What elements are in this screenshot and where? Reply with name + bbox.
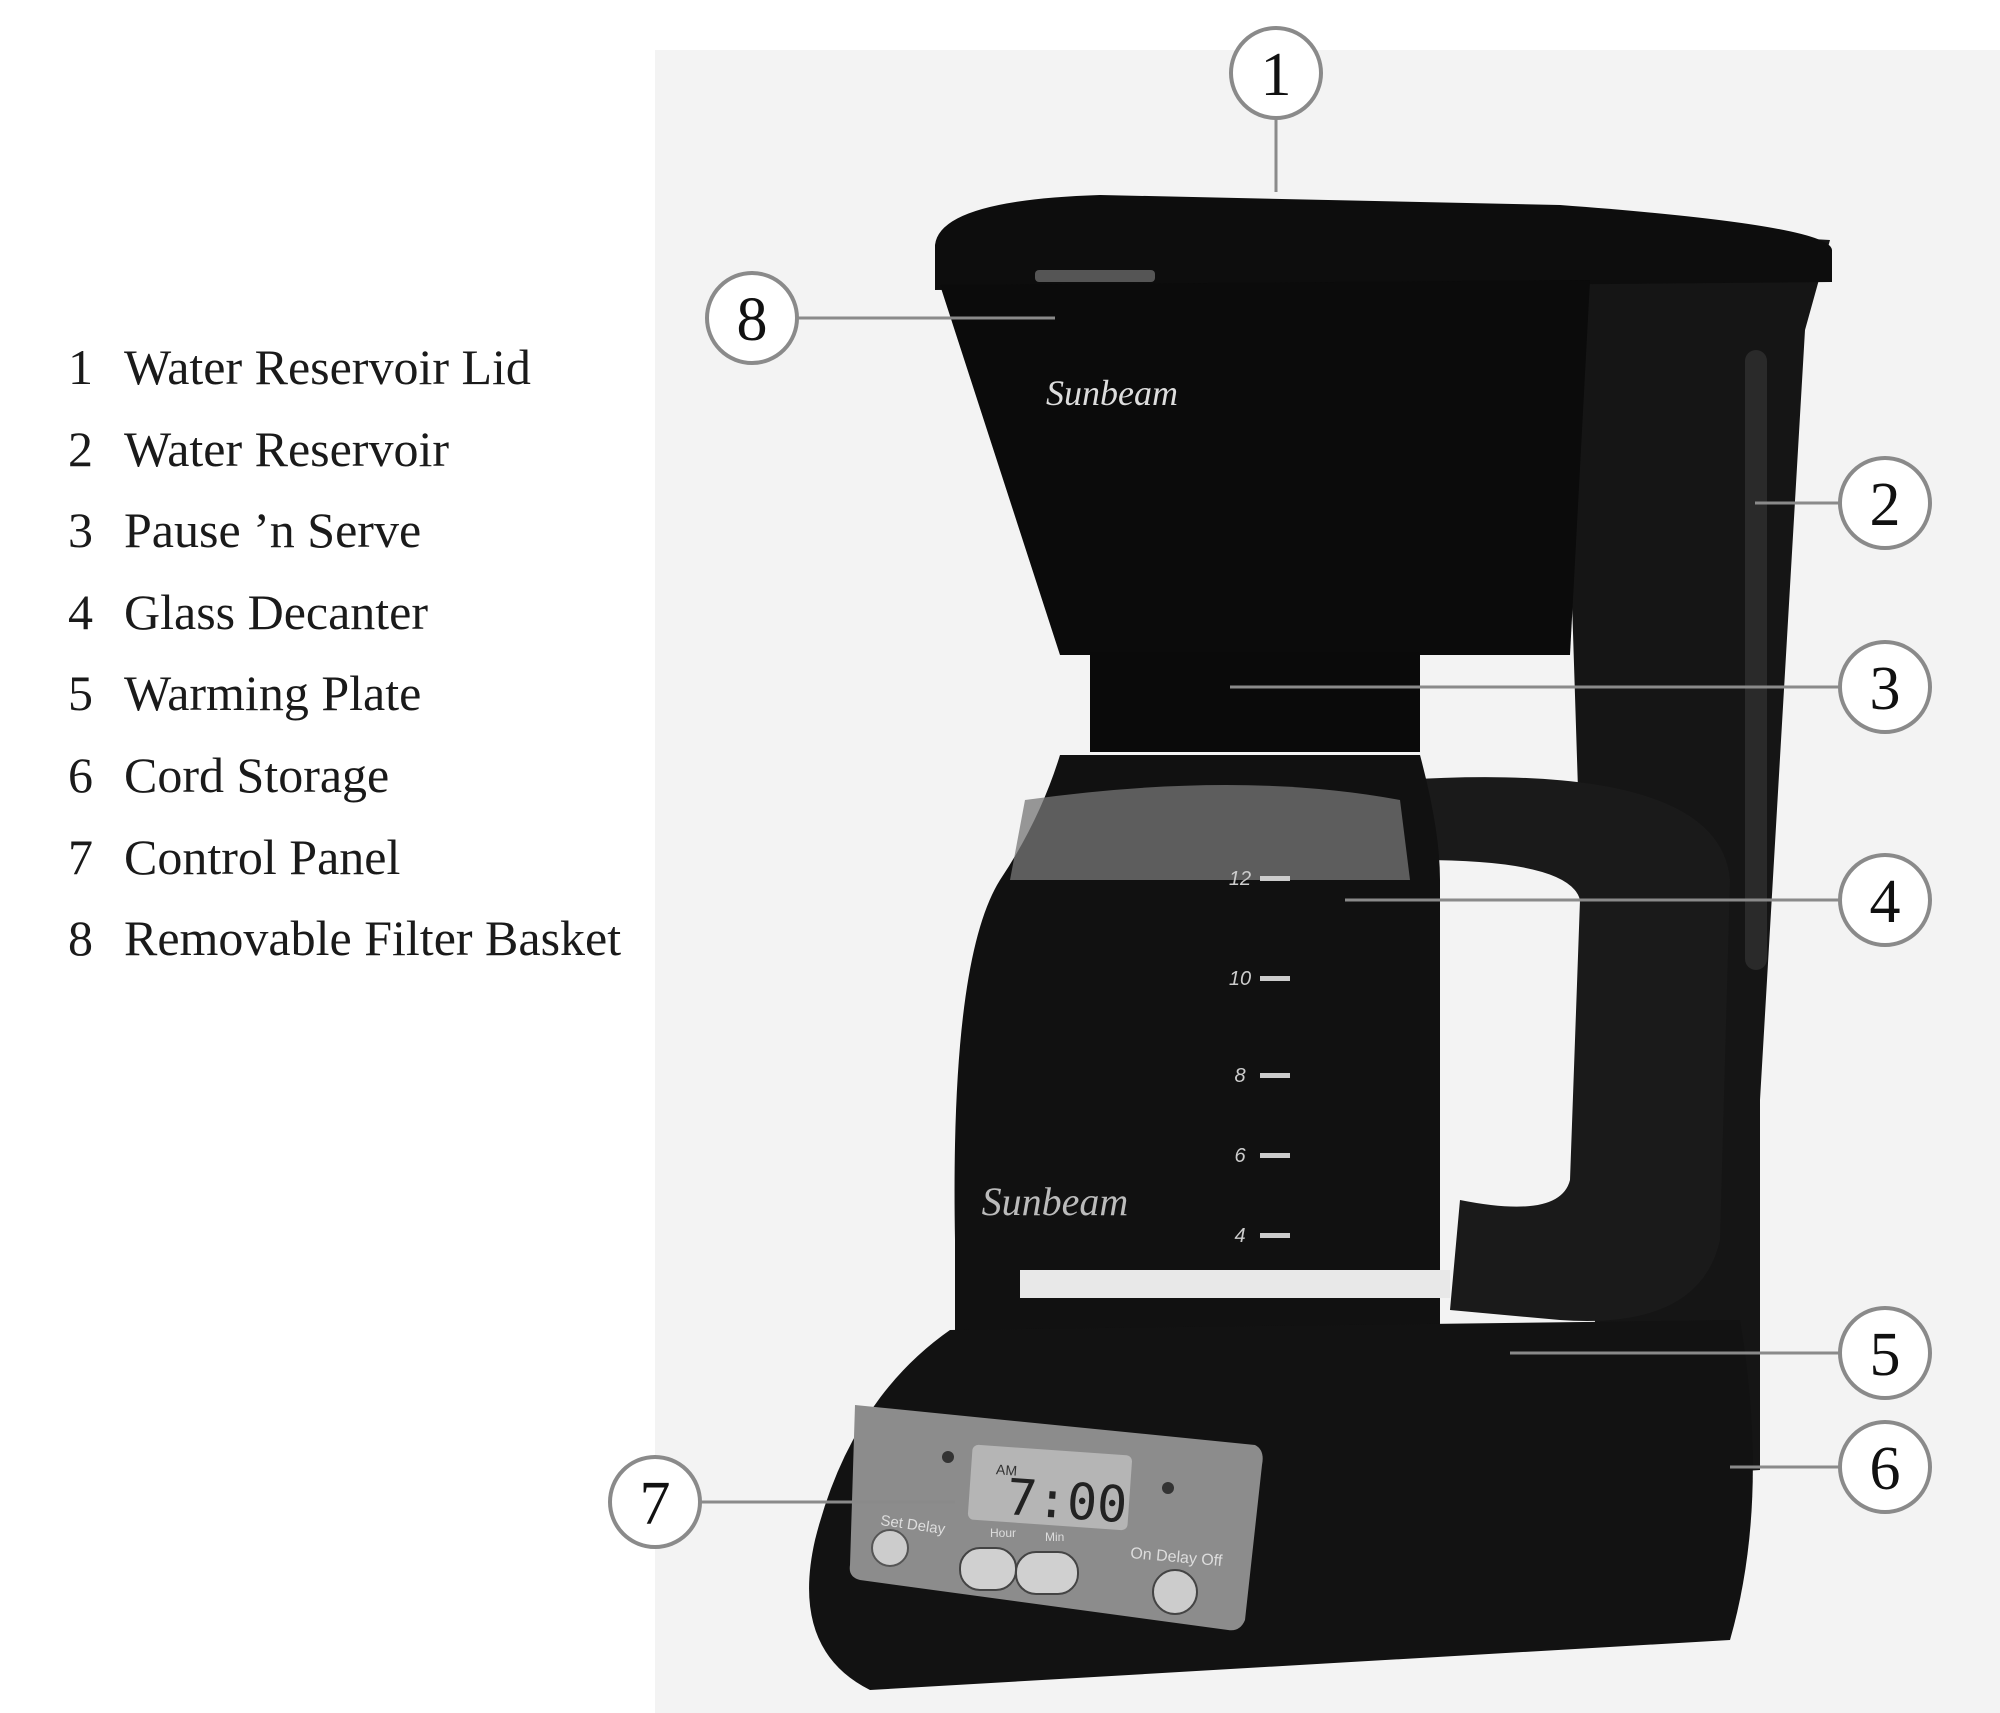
callout-circle bbox=[1838, 640, 1932, 734]
callout-8: 8 bbox=[705, 271, 799, 365]
lid-handle bbox=[1035, 270, 1155, 282]
legend-label: Water Reservoir Lid bbox=[124, 339, 531, 395]
lcd-time: 7:00 bbox=[1005, 1468, 1129, 1534]
decanter-mark-tick bbox=[1260, 876, 1290, 881]
callout-lines bbox=[700, 118, 1840, 1504]
legend-number: 5 bbox=[68, 665, 93, 722]
legend-label: Control Panel bbox=[124, 828, 401, 885]
callout-circle bbox=[1838, 853, 1932, 947]
legend-label: Warming Plate bbox=[124, 665, 422, 722]
callout-circle bbox=[1838, 1420, 1932, 1514]
callout-number: 6 bbox=[1870, 1435, 1901, 1503]
callout-2: 2 bbox=[1838, 456, 1932, 550]
legend-label: Glass Decanter bbox=[124, 583, 429, 640]
decanter-mark-tick bbox=[1260, 1153, 1290, 1158]
legend-label: Water Reservoir bbox=[124, 420, 449, 477]
indicator-light bbox=[1162, 1482, 1174, 1494]
decanter-band bbox=[1020, 1270, 1450, 1298]
legend-item: 7 Control Panel bbox=[68, 822, 621, 904]
lcd-display bbox=[967, 1444, 1132, 1531]
brand-logo-decanter: Sunbeam bbox=[982, 1179, 1129, 1224]
min-button[interactable] bbox=[1015, 1551, 1079, 1595]
callout-number: 1 bbox=[1261, 41, 1292, 109]
min-label: Min bbox=[1045, 1530, 1064, 1544]
callout-circle bbox=[1229, 26, 1323, 120]
decanter-mark-tick bbox=[1260, 1073, 1290, 1078]
legend-label: Removable Filter Basket bbox=[124, 910, 622, 967]
callout-number: 3 bbox=[1870, 655, 1901, 723]
legend-item: 6 Cord Storage bbox=[68, 740, 621, 822]
hour-label: Hour bbox=[990, 1526, 1016, 1540]
callout-6: 6 bbox=[1838, 1420, 1932, 1514]
legend-item: 4 Glass Decanter bbox=[68, 577, 621, 659]
legend-item: 8 Removable Filter Basket bbox=[68, 903, 621, 985]
legend-number: 1 bbox=[68, 339, 93, 395]
decanter-mark-tick bbox=[1260, 976, 1290, 981]
legend-number: 7 bbox=[68, 828, 93, 885]
legend-label: Pause ’n Serve bbox=[124, 502, 422, 559]
legend-number: 4 bbox=[68, 583, 93, 640]
callout-1: 1 bbox=[1229, 26, 1323, 120]
legend-item: 5 Warming Plate bbox=[68, 658, 621, 740]
decanter-mark-label: 4 bbox=[1234, 1225, 1245, 1247]
callout-5: 5 bbox=[1838, 1306, 1932, 1400]
callout-7: 7 bbox=[608, 1455, 702, 1549]
decanter-handle bbox=[1400, 777, 1730, 1321]
legend-item: 2 Water Reservoir bbox=[68, 414, 621, 496]
callout-4: 4 bbox=[1838, 853, 1932, 947]
parts-legend: 1 Water Reservoir Lid 2 Water Reservoir 3 Pau… bbox=[68, 332, 621, 985]
pause-n-serve bbox=[1090, 652, 1420, 752]
on-delay-off-button[interactable] bbox=[1152, 1569, 1198, 1615]
decanter-foam bbox=[1010, 785, 1410, 880]
callout-number: 2 bbox=[1870, 471, 1901, 539]
filter-basket bbox=[940, 280, 1590, 655]
callout-circle bbox=[608, 1455, 702, 1549]
glass-decanter bbox=[954, 755, 1440, 1330]
legend-label: Cord Storage bbox=[124, 746, 390, 803]
hour-button[interactable] bbox=[959, 1547, 1017, 1591]
legend-item: 1 Water Reservoir Lid bbox=[68, 332, 621, 414]
legend-number: 2 bbox=[68, 420, 93, 477]
decanter-mark-tick bbox=[1260, 1233, 1290, 1238]
callout-3: 3 bbox=[1838, 640, 1932, 734]
decanter-mark-label: 6 bbox=[1234, 1145, 1246, 1167]
water-level-window bbox=[1745, 350, 1767, 970]
brand-logo-basket: Sunbeam bbox=[1046, 373, 1178, 413]
decanter-mark-label: 10 bbox=[1229, 968, 1251, 990]
water-reservoir-lid bbox=[935, 195, 1832, 290]
callout-circle bbox=[705, 271, 799, 365]
set-delay-button[interactable] bbox=[871, 1529, 909, 1567]
legend-item: 3 Pause ’n Serve bbox=[68, 495, 621, 577]
decanter-mark-label: 8 bbox=[1234, 1065, 1245, 1087]
decanter-marks: 12 10 8 6 4 bbox=[1229, 868, 1290, 1247]
lcd-am-indicator: AM bbox=[996, 1461, 1018, 1478]
callout-number: 7 bbox=[640, 1470, 671, 1538]
callout-number: 5 bbox=[1870, 1321, 1901, 1389]
callout-number: 4 bbox=[1870, 868, 1901, 936]
legend-number: 6 bbox=[68, 746, 93, 803]
legend-number: 3 bbox=[68, 502, 93, 559]
legend-number: 8 bbox=[68, 910, 93, 967]
callout-circle bbox=[1838, 1306, 1932, 1400]
callout-number: 8 bbox=[737, 286, 768, 354]
callout-circle bbox=[1838, 456, 1932, 550]
decanter-mark-label: 12 bbox=[1229, 868, 1251, 890]
indicator-light bbox=[942, 1451, 954, 1463]
